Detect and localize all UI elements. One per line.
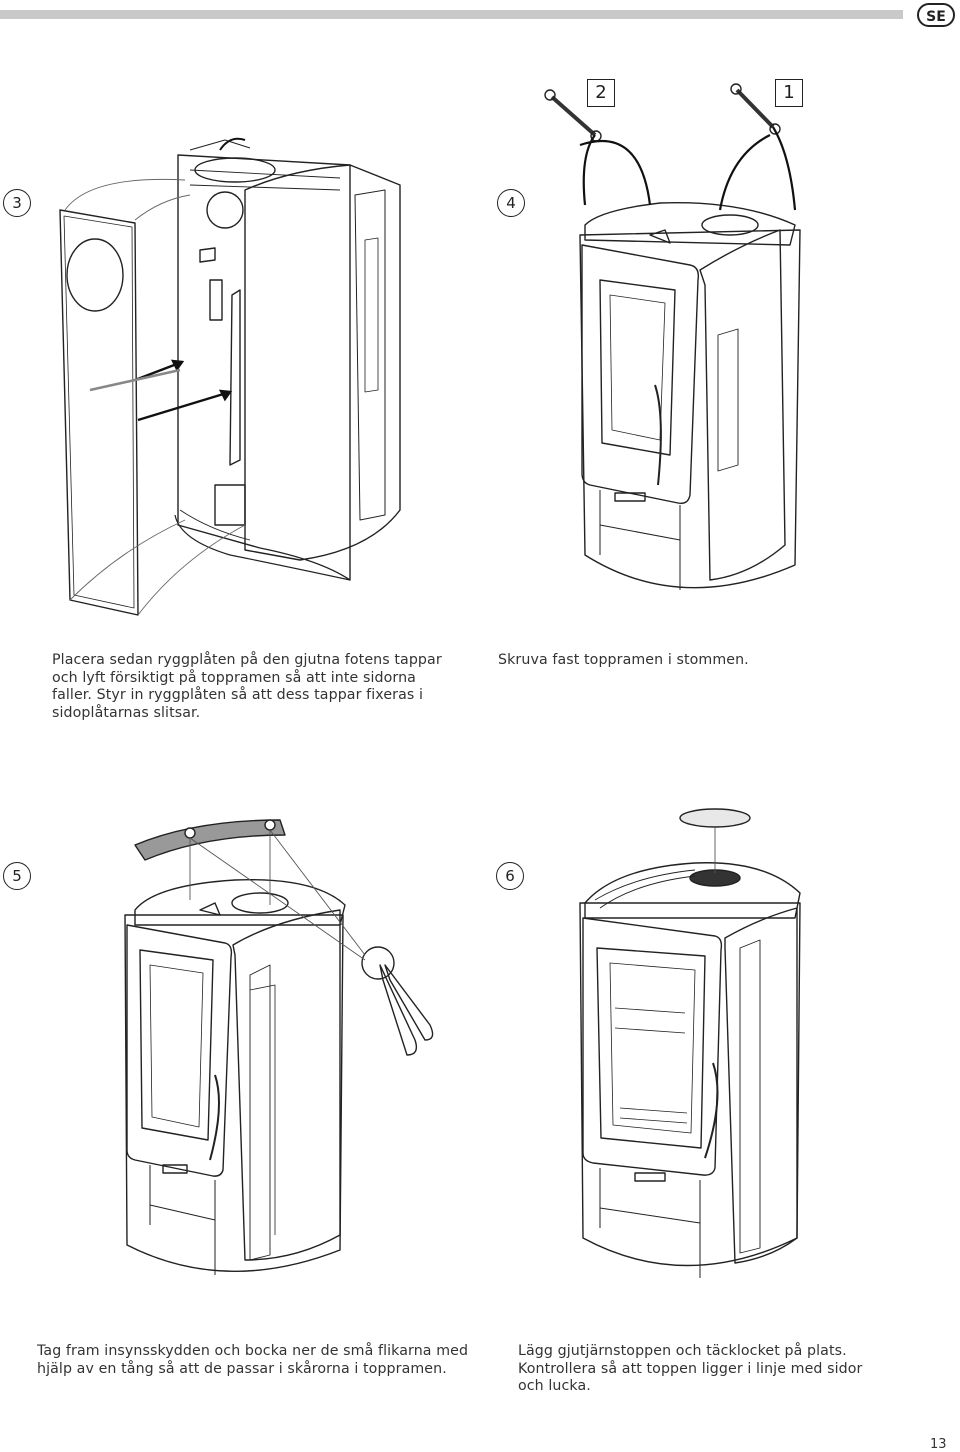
- step-6-caption: Lägg gjutjärnstoppen och täcklocket på p…: [518, 1343, 862, 1396]
- step-6-number: 6: [496, 862, 524, 890]
- side-panel: [245, 165, 400, 560]
- step-3-number: 3: [3, 189, 31, 217]
- pliers-icon: [380, 965, 416, 1055]
- stove-body: [125, 915, 343, 1271]
- step-5-illustration: [115, 815, 445, 1295]
- step-4-caption-line: Skruva fast toppramen i stommen.: [498, 652, 749, 668]
- page-number: 13: [930, 1437, 947, 1452]
- stove-body: [580, 230, 800, 588]
- step-4-caption: Skruva fast toppramen i stommen.: [498, 652, 749, 670]
- language-badge: SE: [917, 3, 955, 27]
- step-3-caption-line: Placera sedan ryggplåten på den gjutna f…: [52, 652, 442, 668]
- step-3-caption-line: faller. Styr in ryggplåten så att dess t…: [52, 687, 424, 704]
- tool-label-box: 2: [587, 79, 615, 107]
- stove-door: [127, 925, 231, 1176]
- stove-frame: [178, 155, 350, 580]
- step-6-caption-line: Lägg gjutjärnstoppen och täcklocket på p…: [518, 1343, 847, 1359]
- wrench-icon: [552, 97, 595, 135]
- stove-body: [580, 903, 800, 1266]
- step-6-caption-line: Kontrollera så att toppen ligger i linje…: [518, 1360, 863, 1377]
- back-plate: [60, 210, 138, 615]
- step-6-illustration: [575, 808, 805, 1298]
- back-plate-flue-hole: [67, 239, 123, 311]
- stove-door: [583, 918, 721, 1175]
- header-bar: [0, 10, 903, 19]
- cover-lid: [680, 809, 750, 827]
- step-5-caption-line: Tag fram insynsskydden och bocka ner de …: [37, 1343, 469, 1359]
- step-6-caption-line: och lucka.: [518, 1378, 591, 1395]
- step-3-caption-line: och lyft försiktigt på toppramen så att …: [52, 669, 416, 686]
- wrench-icon: [737, 90, 773, 127]
- tool-label-box: 1: [775, 79, 803, 107]
- step-5-caption-line: hjälp av en tång så att de passar i skår…: [37, 1360, 447, 1377]
- step-4-number: 4: [497, 189, 525, 217]
- step-5-number: 5: [3, 862, 31, 890]
- step-3-caption-line: sidoplåtarnas slitsar.: [52, 704, 201, 721]
- step-4-illustration: [540, 85, 810, 615]
- view-shield: [135, 820, 285, 860]
- step-3-illustration: [50, 130, 410, 635]
- step-5-caption: Tag fram insynsskydden och bocka ner de …: [37, 1343, 468, 1378]
- stove-door: [582, 245, 698, 503]
- step-3-caption: Placera sedan ryggplåten på den gjutna f…: [52, 652, 442, 722]
